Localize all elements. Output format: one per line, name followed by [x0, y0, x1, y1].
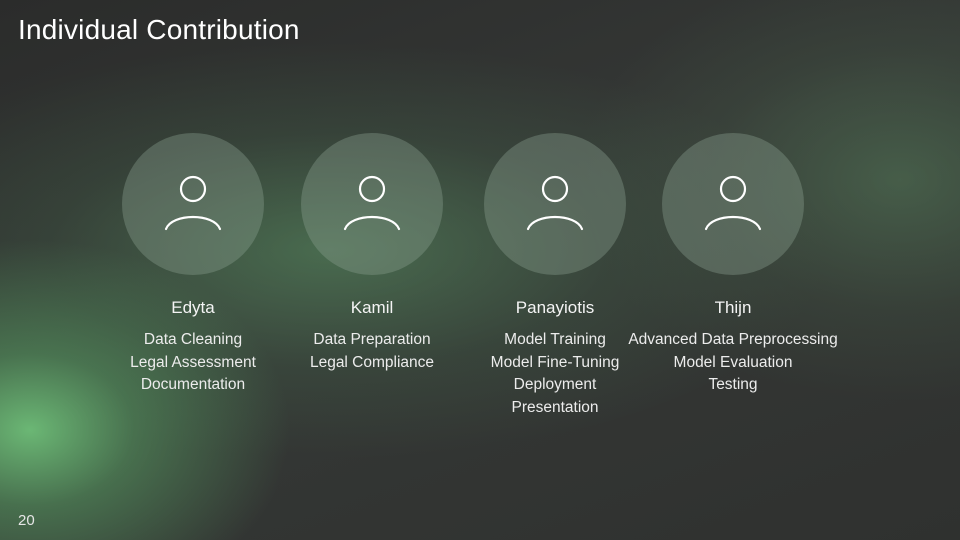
- task-item: Model Evaluation: [673, 353, 793, 371]
- person-icon: [343, 175, 401, 231]
- page-number: 20: [18, 512, 35, 529]
- person-icon: [526, 175, 584, 231]
- task-list: Advanced Data Preprocessing Model Evalua…: [628, 329, 837, 397]
- task-item: Legal Assessment: [130, 353, 256, 371]
- task-list: Data Preparation Legal Compliance: [310, 329, 434, 374]
- member-card-panayiotis: Panayiotis Model Training Model Fine-Tun…: [435, 133, 675, 419]
- member-name: Edyta: [171, 298, 215, 317]
- person-icon: [164, 175, 222, 231]
- task-item: Data Preparation: [313, 331, 431, 348]
- task-item: Legal Compliance: [309, 353, 435, 371]
- task-list: Data Cleaning Legal Assessment Documenta…: [130, 329, 256, 397]
- task-item: Deployment: [513, 376, 597, 393]
- task-item: Data Cleaning: [143, 331, 243, 348]
- person-icon: [704, 175, 762, 231]
- member-card-kamil: Kamil Data Preparation Legal Compliance: [252, 133, 492, 374]
- member-name: Thijn: [714, 298, 752, 317]
- task-item: Model Fine-Tuning: [490, 353, 620, 371]
- member-card-edyta: Edyta Data Cleaning Legal Assessment Doc…: [73, 133, 313, 397]
- task-item: Testing: [708, 376, 758, 393]
- avatar: [484, 133, 626, 275]
- task-item: Advanced Data Preprocessing: [628, 331, 838, 348]
- avatar: [301, 133, 443, 275]
- slide-title: Individual Contribution: [18, 14, 300, 45]
- member-name: Kamil: [350, 298, 394, 317]
- member-card-thijn: Thijn Advanced Data Preprocessing Model …: [613, 133, 853, 397]
- task-list: Model Training Model Fine-Tuning Deploym…: [491, 329, 620, 419]
- task-item: Documentation: [140, 376, 246, 393]
- avatar: [122, 133, 264, 275]
- task-item: Model Training: [504, 331, 606, 348]
- member-name: Panayiotis: [515, 298, 595, 317]
- task-item: Presentation: [511, 398, 599, 416]
- avatar: [662, 133, 804, 275]
